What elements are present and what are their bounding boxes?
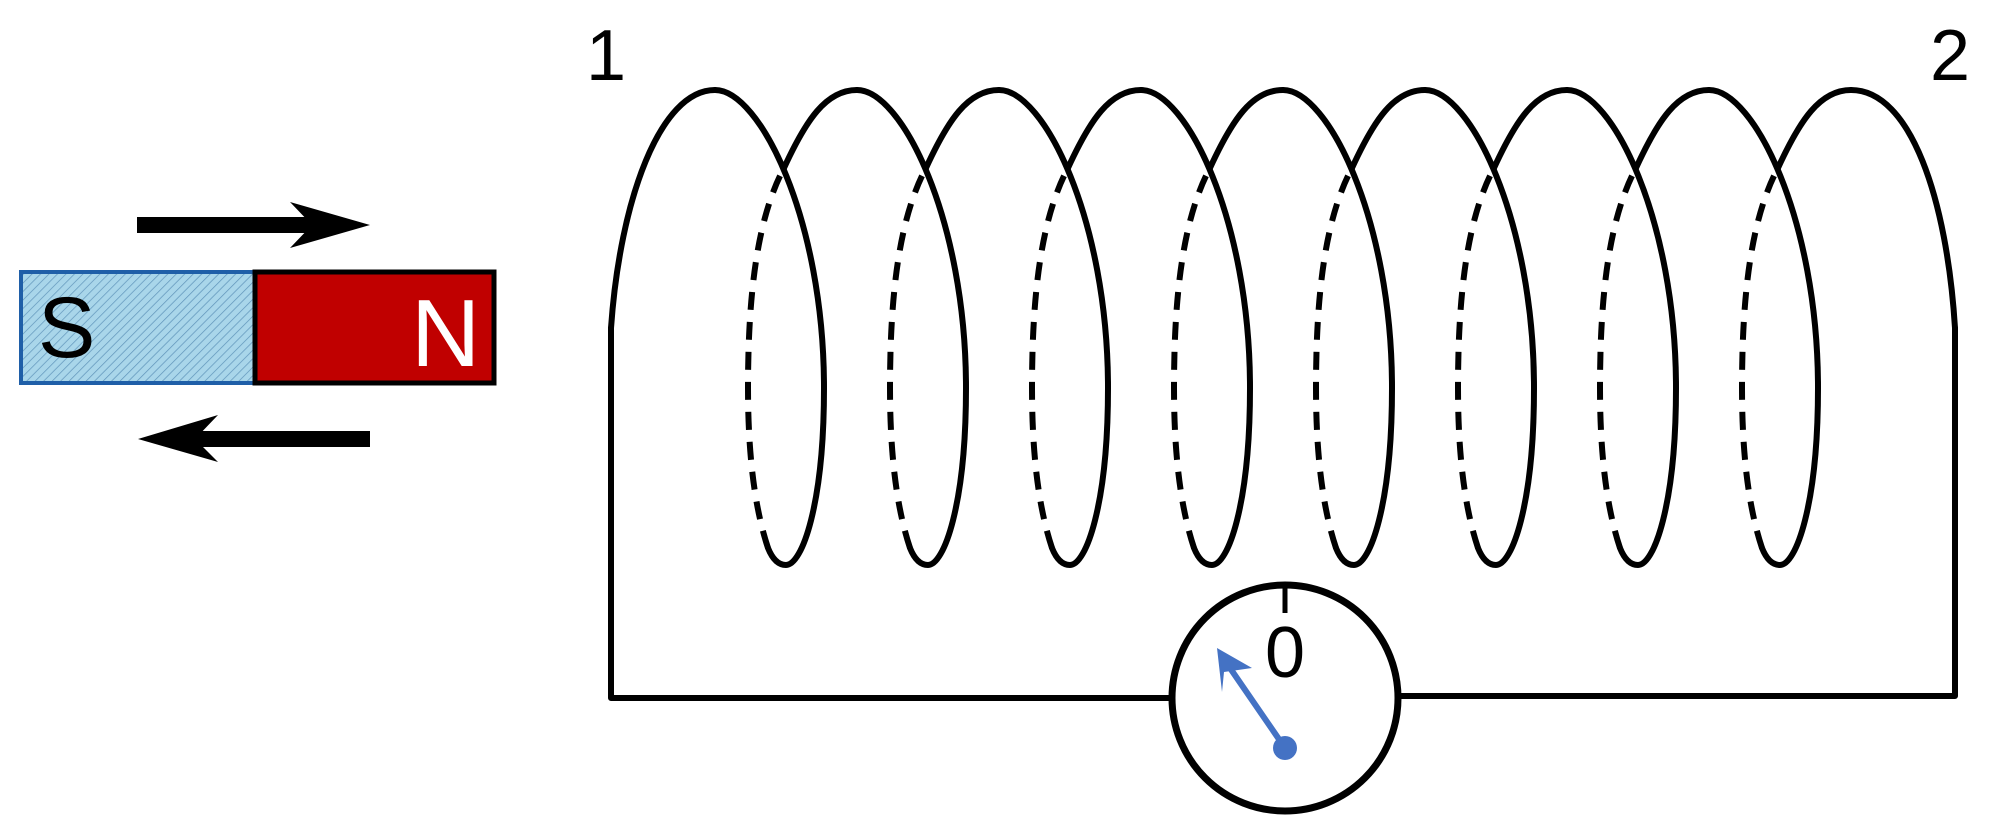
coil-arch <box>1065 87 1144 171</box>
coil-turn-back <box>1170 166 1213 549</box>
coil-arch <box>923 87 1002 171</box>
coil-turn-front <box>1280 87 1396 569</box>
coil-arch <box>1349 87 1428 171</box>
coil-turn-front <box>1706 87 1822 569</box>
coil-turn-back <box>1312 166 1355 549</box>
coil-turn-front <box>1564 87 1680 569</box>
arrow-right <box>137 202 370 248</box>
coil-turn-front <box>1138 87 1254 569</box>
terminal-left-label: 1 <box>586 16 626 96</box>
coil-turn-front <box>1422 87 1538 569</box>
coil-arch <box>1207 87 1286 171</box>
galvanometer: 0 <box>1168 581 1402 815</box>
left-wire <box>608 325 1175 701</box>
coil-lead-right <box>1848 87 1958 331</box>
coil-arch <box>1491 87 1570 171</box>
coil-turn-back <box>1028 166 1071 549</box>
galvanometer-needle <box>1217 648 1297 760</box>
coil-turn-back <box>886 166 929 549</box>
coil-turn-back <box>1596 166 1639 549</box>
right-wire <box>1395 325 1958 699</box>
coil-lead-left <box>608 87 718 331</box>
coil <box>608 87 1958 569</box>
zero-label: 0 <box>1265 613 1305 693</box>
terminal-right-label: 2 <box>1930 16 1970 96</box>
magnet-north-label: N <box>411 280 480 387</box>
coil-turn-front <box>854 87 970 569</box>
magnet-north-pole <box>252 269 497 386</box>
circuit-wires <box>608 325 1958 701</box>
coil-arch <box>781 87 860 171</box>
bar-magnet: S N <box>19 269 497 387</box>
coil-turn-back <box>1738 166 1781 549</box>
coil-turn-front <box>712 87 828 569</box>
needle-pivot <box>1273 736 1297 760</box>
coil-turn-back <box>1454 166 1497 549</box>
coil-arch <box>1775 87 1854 171</box>
coil-turn-front <box>996 87 1112 569</box>
arrow-left <box>138 415 370 462</box>
coil-arch <box>1633 87 1712 171</box>
magnet-south-label: S <box>38 280 95 376</box>
coil-turn-back <box>744 166 787 549</box>
